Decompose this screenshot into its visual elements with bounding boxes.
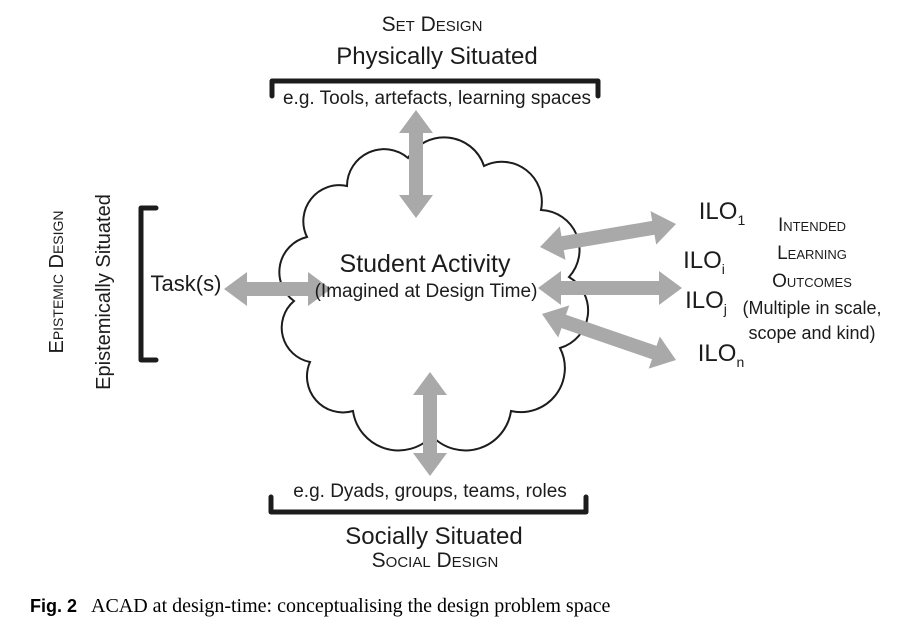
- top-bracket: [269, 78, 601, 99]
- ilo-arrow-middle: [538, 271, 682, 305]
- ilo-label-1: ILO1: [699, 198, 745, 228]
- figure-caption: Fig. 2 ACAD at design-time: conceptualis…: [30, 595, 610, 618]
- figure-number: Fig. 2: [30, 596, 78, 616]
- social-design-label: Social Design: [371, 549, 499, 572]
- ilo-label-i: ILOi: [683, 247, 725, 277]
- intended-learning-outcomes-block: Intended Learning Outcomes (Multiple in …: [730, 212, 894, 346]
- ilo-base: ILO: [685, 287, 724, 314]
- epistemically-situated-label: Epistemically Situated: [93, 194, 115, 390]
- ilo-base: ILO: [697, 340, 737, 367]
- ilo-note-line: scope and kind): [748, 323, 876, 343]
- set-design-examples: e.g. Tools, artefacts, learning spaces: [282, 88, 592, 109]
- ilo-label-n: ILOn: [698, 340, 744, 370]
- ilo-base: ILO: [698, 198, 738, 225]
- ilo-heading-line: Learning: [777, 243, 847, 264]
- student-activity-title: Student Activity: [339, 250, 511, 278]
- bottom-bracket: [268, 494, 589, 515]
- student-activity-subtitle: (Imagined at Design Time): [314, 281, 538, 302]
- ilo-base: ILO: [683, 247, 722, 274]
- ilo-heading-line: Outcomes: [772, 271, 852, 292]
- socially-situated-label: Socially Situated: [345, 523, 523, 550]
- ilo-subscript: n: [736, 354, 745, 370]
- task-arrow: [224, 272, 331, 306]
- task-label: Task(s): [150, 271, 222, 296]
- set-design-label: Set Design: [381, 13, 483, 36]
- cloud-shape: [278, 136, 590, 452]
- ilo-arrow-top: [540, 211, 676, 260]
- set-design-arrow: [399, 110, 433, 218]
- ilo-subscript: i: [721, 261, 725, 277]
- physically-situated-label: Physically Situated: [336, 43, 538, 70]
- figure-caption-text: ACAD at design-time: conceptualising the…: [91, 595, 611, 617]
- ilo-subscript: j: [723, 301, 727, 317]
- ilo-note-line: (Multiple in scale,: [742, 298, 882, 318]
- ilo-heading-line: Intended: [777, 215, 847, 236]
- social-design-examples: e.g. Dyads, groups, teams, roles: [293, 481, 567, 502]
- ilo-arrow-bottom: [542, 305, 676, 369]
- social-design-arrow: [413, 372, 447, 476]
- ilo-subscript: 1: [737, 212, 746, 228]
- left-bracket: [138, 205, 159, 363]
- ilo-label-j: ILOj: [685, 287, 727, 317]
- epistemic-design-label: Epistemic Design: [46, 210, 68, 354]
